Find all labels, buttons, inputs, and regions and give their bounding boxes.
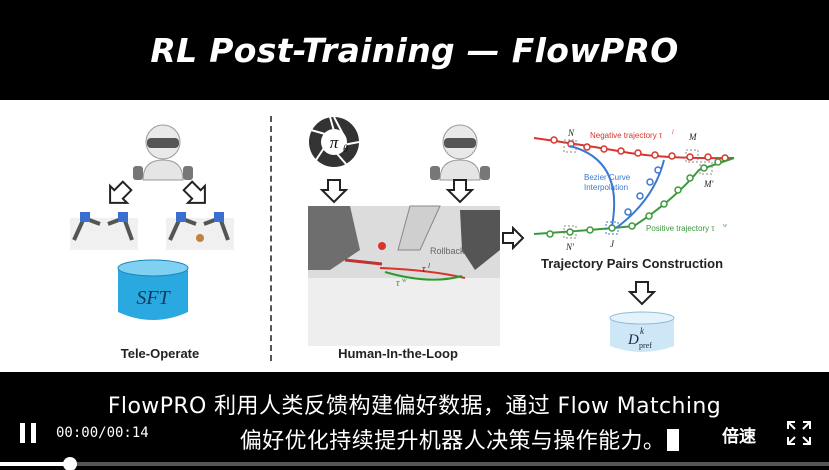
speed-button[interactable]: 倍速 [722,427,756,447]
panel-divider [270,116,272,361]
vr-headset-person-icon-2 [430,124,490,181]
vr-headset-person-icon [133,124,193,181]
dataset-letter: D [627,332,639,348]
subtitle-cursor [667,429,680,451]
hitl-label: Human-In-the-Loop [338,346,458,361]
policy-aperture-icon [309,116,360,167]
progress-bar[interactable] [0,457,829,470]
video-title-bar: RL Post-Training — FlowPRO [0,0,829,100]
trajectory-pairs-label: Trajectory Pairs Construction [541,256,723,271]
point-m-prime-label: M' [703,179,714,189]
arrow-down-right-icon [182,180,206,204]
rollback-label: Rollback [430,246,465,256]
robot-arms-image-left [70,212,138,250]
point-j-label: J [610,239,615,249]
dataset-sub: pref [639,341,652,350]
point-n-prime-label: N' [565,242,575,252]
teleop-panel: SFT Tele-Operate [70,124,234,361]
positive-trajectory-points [546,158,722,238]
bezier-points [624,166,662,216]
point-n-label: N [567,128,575,138]
tau-l-sup: l [428,262,430,270]
policy-symbol: π [330,133,339,152]
fullscreen-icon[interactable] [786,420,812,446]
progress-handle[interactable] [63,457,78,470]
slide-title: RL Post-Training — FlowPRO [150,30,679,70]
sft-dataset-cylinder [117,259,189,320]
pause-button[interactable] [18,423,40,443]
point-m-label: M [688,132,697,142]
bezier-label-line1: Bezier Curve [584,173,631,182]
bezier-label-line2: Interpolation [584,183,628,192]
bezier-curve-line [569,145,616,227]
time-display: 00:00/00:14 [56,425,149,441]
subtitle-line-1: FlowPRO 利用人类反馈构建偏好数据，通过 Flow Matching [107,394,722,419]
subtitle-line-2: 偏好优化持续提升机器人决策与操作能力。 [0,423,829,455]
trajectory-panel: N M M' N' J Negative trajectory τ l Posi… [533,128,735,352]
progress-fill [0,462,71,466]
positive-trajectory-sup: w [723,223,727,229]
positive-trajectory-label: Positive trajectory τ [646,224,715,233]
policy-subscript: θ [343,144,348,155]
negative-trajectory-points [550,136,729,162]
subtitle-line-2-text: 偏好优化持续提升机器人决策与操作能力。 [239,429,666,454]
arrow-right-icon [502,226,525,250]
pause-icon [20,423,25,443]
robot-arms-image-right [166,212,234,250]
arrow-down-icon-3 [627,281,657,306]
teleop-label: Tele-Operate [121,346,200,361]
tau-l-symbol: τ [422,264,426,275]
arrow-down-left-icon [109,180,133,204]
arrow-down-icon [319,179,349,204]
preference-dataset-cylinder [609,311,675,352]
robot-rollback-photo [308,205,500,346]
dataset-sup: k [640,326,645,336]
slide-figure: SFT Tele-Operate π θ [0,100,829,372]
tau-w-sup: w [402,276,407,284]
negative-trajectory-line [533,137,735,160]
tau-w-symbol: τ [396,278,400,289]
sft-label: SFT [136,287,171,309]
hitl-panel: π θ [308,116,500,361]
player-controls-area [0,372,829,470]
negative-trajectory-sup: l [672,130,674,136]
negative-trajectory-label: Negative trajectory τ [590,131,663,140]
arrow-down-icon-2 [445,179,475,204]
